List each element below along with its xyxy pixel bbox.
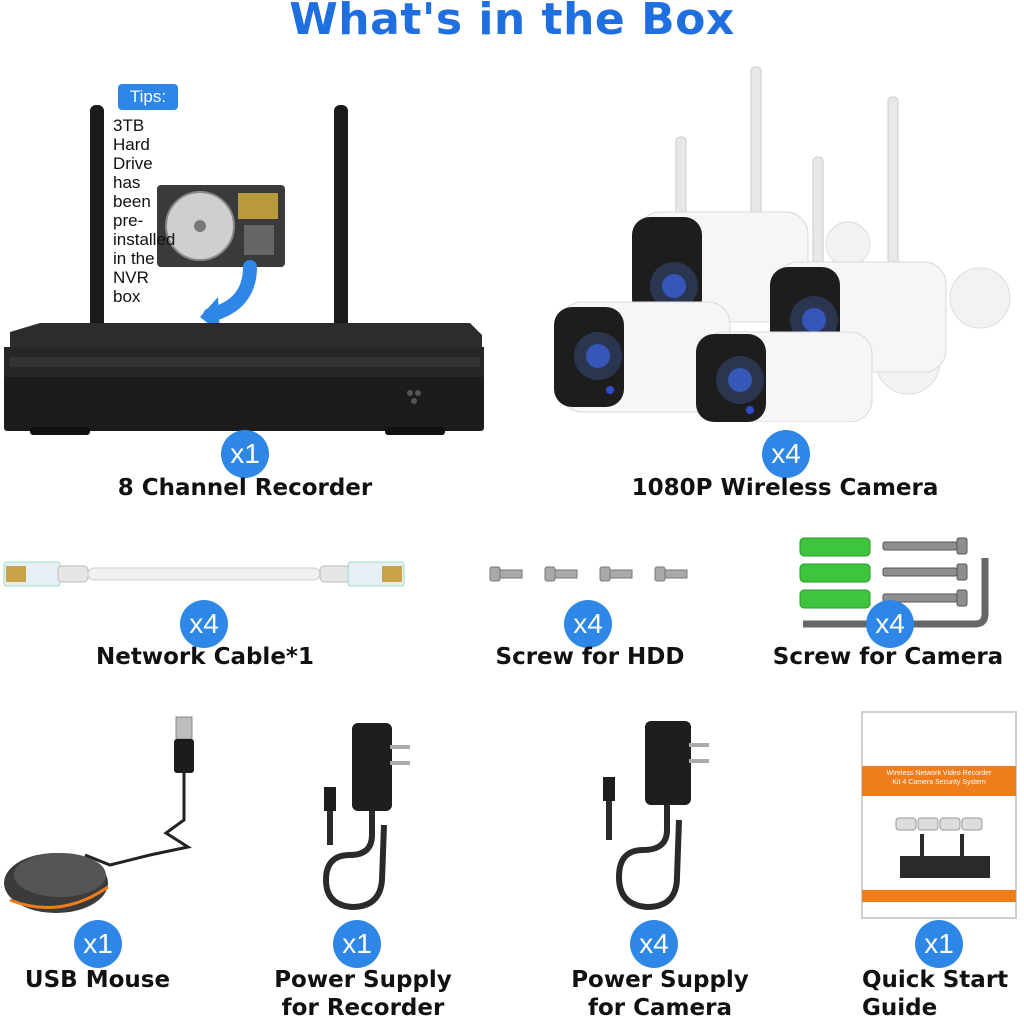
quantity-badge: x4: [630, 920, 678, 968]
item-label: Screw for HDD: [495, 644, 685, 670]
quantity-badge: x1: [915, 920, 963, 968]
nvr-recorder-image: [4, 105, 484, 435]
tips-badge: Tips:: [118, 84, 178, 110]
camera-screws-image: [799, 537, 989, 628]
quantity-badge: x1: [333, 920, 381, 968]
quantity-badge: x4: [866, 600, 914, 648]
item-label: USB Mouse: [24, 967, 171, 993]
item-label: 8 Channel Recorder: [117, 475, 373, 501]
quantity-badge: x4: [762, 430, 810, 478]
quantity-badge: x4: [180, 600, 228, 648]
item-label: Screw for Camera: [772, 644, 1004, 670]
power-adapter-recorder-image: [322, 723, 410, 911]
quantity-badge: x1: [221, 430, 269, 478]
guide-cover-text: Wireless Network Video Recorder Kit 4 Ca…: [886, 770, 992, 786]
quantity-badge: x1: [74, 920, 122, 968]
page-title: What's in the Box: [289, 0, 735, 45]
quick-start-guide-image: [861, 711, 1017, 919]
tips-text: 3TB Hard Drive has been pre-installed in…: [113, 116, 176, 306]
power-adapter-camera-image: [603, 721, 709, 911]
item-label: Power Supply for Camera: [571, 967, 749, 1020]
wireless-cameras-image: [554, 66, 1011, 422]
item-label: Power Supply for Recorder: [274, 967, 452, 1020]
quantity-badge: x4: [564, 600, 612, 648]
usb-mouse-image: [4, 716, 194, 913]
item-label: 1080P Wireless Camera: [631, 475, 939, 501]
item-label: Network Cable*1: [96, 644, 314, 670]
network-cable-image: [3, 561, 405, 587]
hdd-screws-image: [489, 566, 688, 582]
item-label: Quick Start Guide: [862, 967, 1009, 1020]
